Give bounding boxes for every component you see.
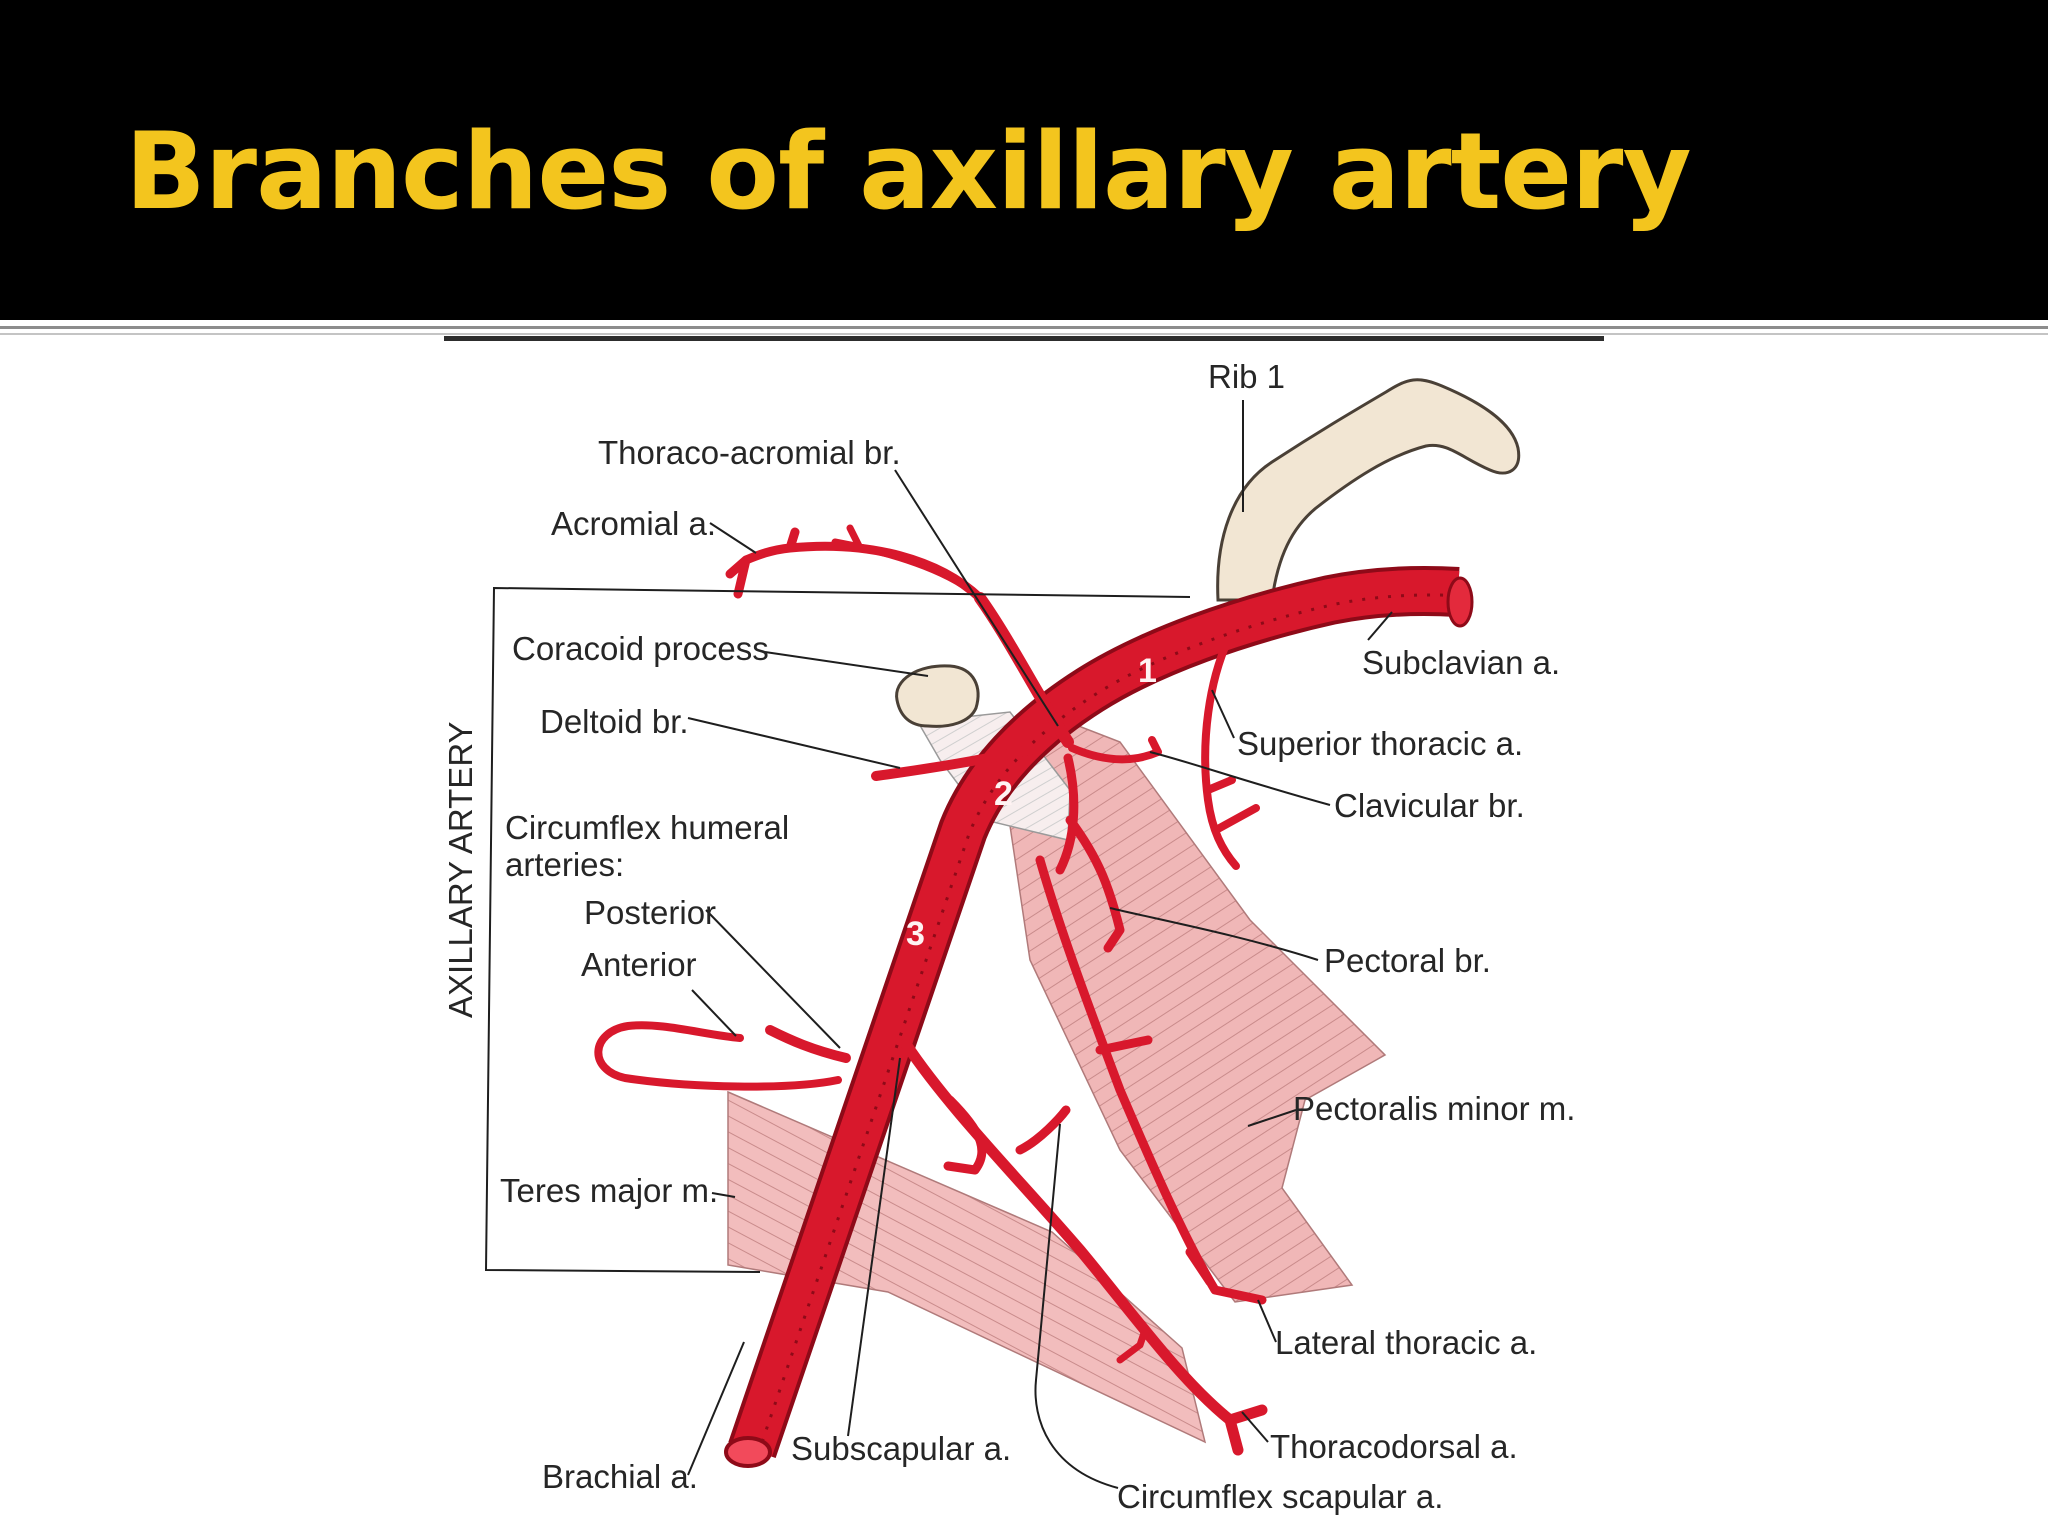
posterior-circumflex-humeral [765,1025,851,1063]
brachial-artery-cut-end [724,1436,772,1468]
slide-title: Branches of axillary artery [125,110,1692,233]
divider-rule [0,326,2048,329]
label-lateral-thoracic: Lateral thoracic a. [1275,1324,1537,1361]
pectoral-branch [1055,753,1125,953]
label-anterior: Anterior [581,946,697,983]
label-subclavian: Subclavian a. [1362,644,1560,681]
lateral-thoracic-artery [1035,855,1267,1305]
label-circumflex-humeral-line2: arteries: [505,846,624,883]
label-pectoral-branch: Pectoral br. [1324,942,1491,979]
clavicular-branch [1068,736,1162,764]
label-rib-1: Rib 1 [1208,358,1285,395]
acromial-upper-branch [831,524,984,602]
leader-lines [687,400,1393,1489]
acromial-artery [725,527,985,603]
axillary-artery-main [724,565,1474,1468]
superior-thoracic-artery [1201,636,1260,870]
label-coracoid-process: Coracoid process [512,630,769,667]
label-deltoid-branch: Deltoid br. [540,703,689,740]
label-thoracodorsal: Thoracodorsal a. [1270,1428,1518,1465]
axillary-artery-bracket [484,586,1191,1273]
label-acromial: Acromial a. [551,505,716,542]
label-circumflex-scapular: Circumflex scapular a. [1117,1478,1443,1515]
label-thoraco-acromial: Thoraco-acromial br. [598,434,901,471]
divider-rule-light [0,333,2048,335]
subclavian-artery-cut-end [1446,576,1474,628]
deltoid-branch [871,743,1045,781]
label-subscapular: Subscapular a. [791,1430,1011,1467]
label-teres-major: Teres major m. [500,1172,718,1209]
coracoid-process-bone [895,664,980,728]
label-clavicular-branch: Clavicular br. [1334,787,1525,824]
bracket-label: AXILLARY ARTERY [442,721,479,1018]
anterior-circumflex-humeral [594,1021,842,1091]
diagram-top-rule [444,336,1604,341]
thoracodorsal-twigs [1116,1326,1149,1364]
label-posterior: Posterior [584,894,716,931]
artery-branches [594,524,1268,1456]
title-bar [0,0,2048,320]
rib-1-bone [1216,378,1521,602]
segment-number-3: 3 [906,915,925,953]
label-circumflex-humeral-line1: Circumflex humeral [505,809,789,846]
segment-number-2: 2 [994,775,1013,813]
label-superior-thoracic: Superior thoracic a. [1237,725,1523,762]
circumflex-scapular-artery [943,1095,1071,1175]
segment-number-1: 1 [1138,652,1157,690]
label-brachial: Brachial a. [542,1458,698,1495]
thoraco-acromial-trunk [974,592,1074,748]
label-pectoralis-minor: Pectoralis minor m. [1293,1090,1575,1127]
